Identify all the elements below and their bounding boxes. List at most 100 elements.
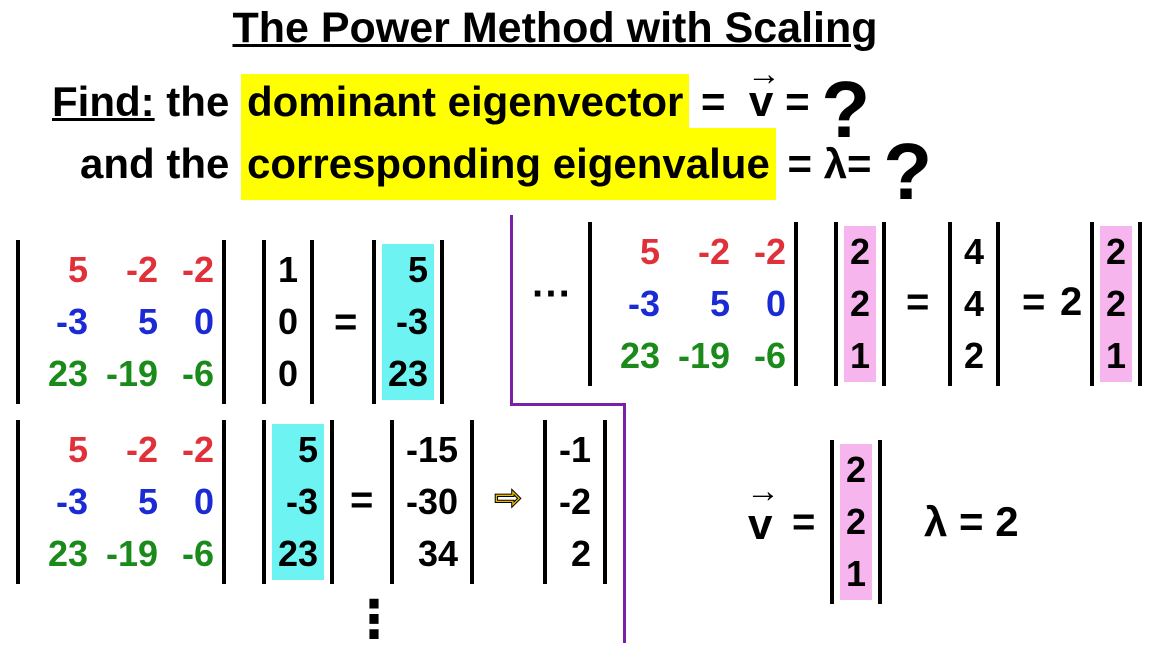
vector-x1: 5 -3 23 [262,420,335,584]
vector-cell: 2 [844,226,877,278]
equals-sign: = [350,478,374,522]
matrix-cell: -6 [181,353,214,394]
matrix-cell: -6 [181,533,214,574]
vector-cell: 4 [964,283,985,324]
matrix-cell: -2 [125,429,158,470]
matrix-cell: -3 [55,481,88,522]
vector-cell: 1 [844,330,877,382]
answer-v-symbol: → v [746,472,780,550]
vector-cell: 2 [1100,278,1133,330]
vector-x0: 1 0 0 [262,240,315,404]
matrix-cell: -19 [105,533,158,574]
equals-sign: = [906,280,930,324]
vector-cell: 2 [840,444,873,496]
vector-result-iter2: -15 -30 34 [390,420,475,584]
matrix-cell: -2 [753,231,786,272]
matrix-cell: 5 [137,481,158,522]
vector-cell: 0 [278,353,299,394]
vector-v-letter: v [748,77,774,126]
matrix-cell: -3 [627,283,660,324]
equals-sign: = [959,498,984,545]
section-divider [623,403,626,643]
page-title: The Power Method with Scaling [232,4,878,52]
vector-arrow-icon: → [746,55,781,93]
matrix-cell: -19 [105,353,158,394]
corresponding-eigenvalue-highlight: corresponding eigenvalue [241,128,776,200]
matrix-cell: 5 [639,231,660,272]
vector-cell: 4 [964,231,985,272]
vector-v-symbol: → v [746,472,780,550]
find-line-2: and the corresponding eigenvalue = λ = ? [80,128,932,212]
eigenvalue-value: 2 [995,498,1019,545]
vector-cell: 34 [417,533,459,574]
equals-sign: = [787,140,813,187]
matrix-a-iter1: 5 -2 -2 -3 5 0 23 -19 -6 [16,240,226,404]
equals-sign: = [792,500,816,544]
equals-sign: = [847,140,872,187]
section-divider [510,215,513,405]
matrix-cell: 5 [67,429,88,470]
answer-eigenvalue: λ = 2 [924,498,1019,546]
vector-cell: 2 [570,533,592,574]
matrix-cell: -6 [753,335,786,376]
scale-factor: 2 [1060,280,1083,324]
matrix-cell: -2 [181,429,214,470]
horizontal-ellipsis: ··· [532,272,572,316]
dominant-eigenvector-highlight: dominant eigenvector [240,74,690,130]
vector-cell: 1 [1100,330,1133,382]
equals-sign: = [785,78,810,125]
matrix-cell: 5 [137,301,158,342]
vector-cell: 2 [844,278,877,330]
matrix-cell: -3 [55,301,88,342]
vector-v-letter: v [748,500,773,549]
vector-cell: -30 [406,481,459,522]
vector-cell: 2 [840,496,873,548]
matrix-cell: -19 [677,335,730,376]
vector-cell: 5 [272,424,325,476]
vector-cell: -15 [406,429,459,470]
vector-scaled-iter2: -1 -2 2 [543,420,608,584]
find-line1-pre: the [166,78,230,125]
vertical-ellipsis: ⋮ [348,591,400,649]
lambda-symbol: λ [823,140,848,187]
find-line-1: Find: the dominant eigenvector = → v = ? [52,55,870,150]
vector-cell: -2 [559,481,592,522]
vector-cell: 23 [272,528,325,580]
vector-cell: -3 [382,296,435,348]
vector-cell: -3 [272,476,325,528]
vector-scaled-final: 2 2 1 [1090,222,1143,386]
matrix-cell: 23 [619,335,660,376]
vector-cell: -1 [559,429,592,470]
implies-arrow-icon: ⇨ [494,479,523,518]
equals-sign: = [1022,280,1046,324]
vector-v-symbol: → v [747,55,781,128]
vector-result-final: 4 4 2 [948,222,1001,386]
find-line2-pre: and the [80,140,230,187]
find-label: Find: [52,78,155,125]
vector-cell: 2 [964,335,985,376]
vector-arrow-icon: → [746,472,780,510]
matrix-cell: 0 [193,301,214,342]
vector-x-final: 2 2 1 [834,222,887,386]
answer-eigenvector: 2 2 1 [830,440,883,604]
question-mark: ? [821,65,871,154]
vector-cell: 1 [278,249,299,290]
matrix-cell: 5 [67,249,88,290]
vector-cell: 0 [278,301,299,342]
matrix-cell: 5 [709,283,730,324]
vector-cell: 2 [1100,226,1133,278]
matrix-cell: 23 [47,353,88,394]
matrix-cell: 0 [765,283,786,324]
section-divider [510,403,626,406]
equals-sign: = [701,78,726,125]
matrix-cell: 23 [47,533,88,574]
vector-cell: 1 [840,548,873,600]
matrix-cell: -2 [125,249,158,290]
matrix-cell: -2 [697,231,730,272]
vector-cell: 23 [382,348,435,400]
vector-cell: 5 [382,244,435,296]
matrix-a-final: 5 -2 -2 -3 5 0 23 -19 -6 [588,222,798,386]
lambda-symbol: λ [924,498,948,545]
vector-result-iter1: 5 -3 23 [372,240,445,404]
matrix-a-iter2: 5 -2 -2 -3 5 0 23 -19 -6 [16,420,226,584]
